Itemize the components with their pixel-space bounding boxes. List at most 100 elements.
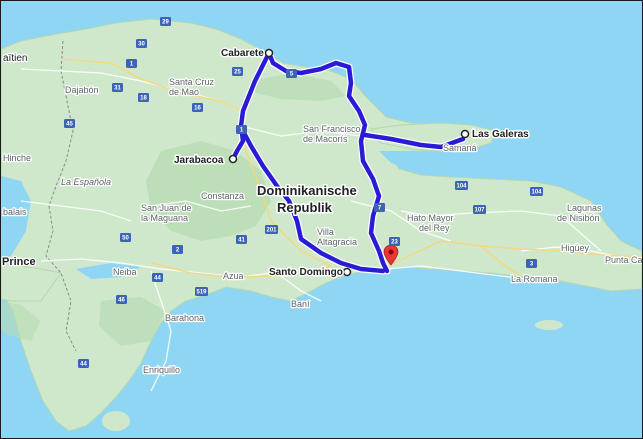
- shield-107: 107: [473, 205, 486, 214]
- svg-text:29: 29: [162, 20, 169, 26]
- label-azua: Azua: [223, 271, 244, 281]
- shield-29: 29: [160, 17, 171, 26]
- label-bani: Baní: [291, 299, 310, 309]
- label-las-galeras: Las Galeras: [472, 129, 529, 140]
- svg-text:107: 107: [474, 208, 485, 214]
- svg-text:25: 25: [234, 70, 241, 76]
- route-stop-labels: Cabarete Las Galeras Jarabacoa Santo Dom…: [173, 47, 531, 280]
- shield-30: 30: [136, 39, 147, 48]
- saona-island: [535, 320, 563, 330]
- shield-23: 23: [389, 237, 400, 246]
- shield-5: 5: [286, 69, 297, 78]
- shield-1b: 1: [236, 125, 247, 134]
- svg-text:2: 2: [176, 248, 180, 254]
- label-san-juan-2: la Maguana: [141, 213, 188, 223]
- label-hato-mayor-2: del Rey: [419, 223, 450, 233]
- svg-text:41: 41: [238, 238, 245, 244]
- country-label-line1: Dominikanische: [257, 183, 357, 198]
- svg-text:50: 50: [122, 236, 129, 242]
- label-santa-cruz-2: de Mao: [169, 87, 199, 97]
- svg-text:3: 3: [530, 262, 534, 268]
- samana-bay: [379, 145, 486, 169]
- stop-marker-las-galeras[interactable]: [460, 129, 470, 139]
- shield-2: 2: [172, 245, 183, 254]
- label-samana: Samaná: [443, 143, 477, 153]
- route-line: [229, 49, 467, 275]
- beata-island: [102, 411, 130, 431]
- stop-marker-jarabacoa[interactable]: [228, 154, 238, 164]
- label-villa-altagracia-1: Villa: [317, 227, 334, 237]
- stop-marker-santo-domingo[interactable]: [342, 267, 352, 277]
- svg-text:104: 104: [456, 184, 467, 190]
- shield-1a: 1: [126, 59, 137, 68]
- label-san-francisco-2: de Macorís: [303, 134, 348, 144]
- shield-16: 16: [192, 103, 203, 112]
- label-san-juan-1: San Juan de: [141, 203, 192, 213]
- svg-text:44: 44: [80, 362, 87, 368]
- svg-text:7: 7: [378, 206, 382, 212]
- gulf-of-gonave: [1, 176, 31, 259]
- label-punta-cana: Punta Car: [605, 255, 642, 265]
- label-santa-cruz-1: Santa Cruz: [169, 77, 215, 87]
- label-cabarete: Cabarete: [221, 48, 264, 59]
- location-pin-icon[interactable]: [383, 244, 399, 266]
- svg-text:30: 30: [138, 42, 145, 48]
- cordillera-septentrional: [251, 73, 346, 101]
- label-santo-domingo: Santo Domingo: [269, 267, 343, 278]
- svg-text:18: 18: [140, 96, 147, 102]
- lake-enriquillo: [76, 263, 141, 279]
- svg-text:104: 104: [531, 190, 542, 196]
- svg-text:519: 519: [196, 290, 207, 296]
- label-hato-mayor-1: Hato Mayor: [407, 213, 454, 223]
- label-neiba: Neiba: [113, 267, 137, 277]
- border-line: [45, 40, 77, 352]
- haiti-southern-peninsula: [1, 262, 62, 302]
- highways: [60, 58, 642, 278]
- label-la-romana: La Romana: [511, 274, 558, 284]
- svg-text:46: 46: [118, 298, 125, 304]
- shield-44a: 44: [152, 273, 163, 282]
- shield-31: 31: [112, 83, 123, 92]
- shield-44b: 44: [78, 359, 89, 368]
- shield-104b: 104: [530, 187, 543, 196]
- label-lagunas-1: Lagunas: [567, 203, 602, 213]
- stop-marker-cabarete[interactable]: [264, 48, 274, 58]
- svg-text:1: 1: [240, 128, 244, 134]
- svg-text:44: 44: [154, 276, 161, 282]
- label-villa-altagracia-2: Altagracia: [317, 237, 357, 247]
- shield-41: 41: [236, 235, 247, 244]
- label-la-espanola: La Española: [61, 177, 111, 187]
- label-enriquillo: Enriquillo: [143, 365, 180, 375]
- label-barahona: Barahona: [165, 313, 204, 323]
- highway-shields: 29 30 1 31 18 5 25 16 45 1 201 41 50 2 4…: [64, 17, 543, 368]
- label-prince: Prince: [2, 256, 36, 268]
- shield-7: 7: [374, 203, 385, 212]
- shield-46: 46: [116, 295, 127, 304]
- label-hinche: Hinche: [3, 153, 31, 163]
- shield-50: 50: [120, 233, 131, 242]
- shield-201: 201: [265, 225, 278, 234]
- shield-3: 3: [526, 259, 537, 268]
- label-dajabon: Dajabón: [65, 85, 99, 95]
- label-jarabacoa: Jarabacoa: [174, 155, 224, 166]
- country-label-line2: Republik: [277, 200, 333, 215]
- svg-text:201: 201: [266, 228, 277, 234]
- svg-text:1: 1: [130, 62, 134, 68]
- sierra-baoruco: [99, 297, 166, 346]
- svg-text:23: 23: [391, 240, 398, 246]
- svg-text:16: 16: [194, 106, 201, 112]
- shield-45: 45: [64, 119, 75, 128]
- cordillera-central: [146, 141, 271, 241]
- svg-text:5: 5: [290, 72, 294, 78]
- label-haitien: aïtien: [3, 53, 27, 64]
- svg-text:45: 45: [66, 122, 73, 128]
- svg-text:31: 31: [114, 86, 121, 92]
- shield-25: 25: [232, 67, 243, 76]
- haiti-massif: [1, 301, 41, 341]
- label-higuey: Higüey: [561, 243, 590, 253]
- label-lagunas-2: de Nisibón: [557, 213, 600, 223]
- label-san-francisco-1: San Francisco: [303, 124, 361, 134]
- shield-104a: 104: [455, 181, 468, 190]
